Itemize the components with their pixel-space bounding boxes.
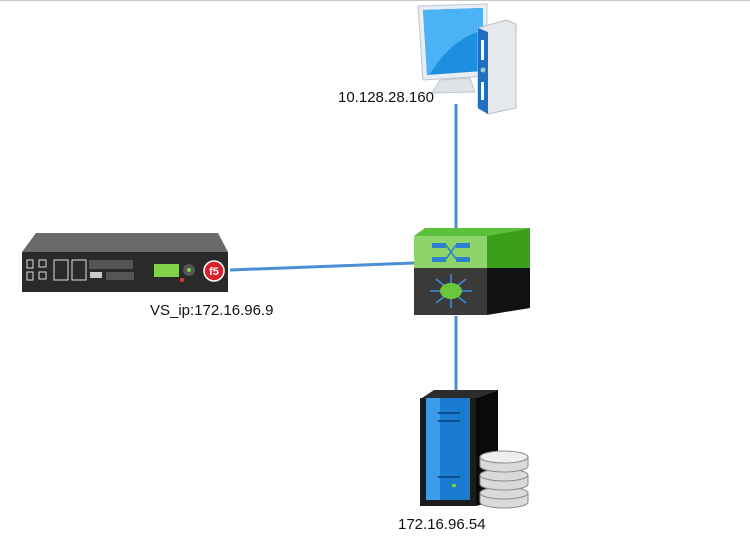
layer3-switch-icon[interactable]	[414, 228, 530, 315]
client-ip-label: 10.128.28.160	[338, 89, 434, 106]
link-f5-switch	[229, 261, 415, 272]
f5-vs-ip-label: VS_ip:172.16.96.9	[150, 302, 274, 319]
server-ip-label: 172.16.96.54	[398, 516, 486, 533]
server-database-icon[interactable]	[420, 390, 529, 509]
f5-logo: f5	[209, 266, 219, 278]
top-border	[0, 0, 750, 1]
f5-load-balancer-icon[interactable]: f5	[22, 233, 228, 292]
desktop-computer-icon[interactable]	[417, 3, 517, 115]
